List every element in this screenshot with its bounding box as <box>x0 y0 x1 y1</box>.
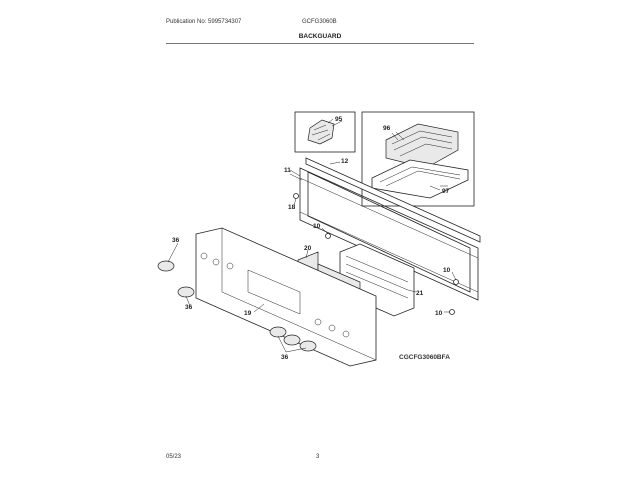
callout-96: 96 <box>383 125 391 132</box>
callout-97: 97 <box>442 188 450 195</box>
footer-date: 05/23 <box>166 454 182 460</box>
model-number: GCFG3060B <box>302 19 337 25</box>
callout-labels: 95 96 97 11 12 18 10 36 36 20 10 21 19 1… <box>172 116 451 361</box>
control-panel <box>195 227 377 367</box>
header-divider <box>166 43 474 44</box>
figure-code: CGCFG3060BFA <box>399 354 450 361</box>
callout-10: 10 <box>443 267 451 274</box>
callout-36: 36 <box>172 237 180 244</box>
callout-20: 20 <box>304 245 312 252</box>
callout-21: 21 <box>416 290 424 297</box>
callout-95: 95 <box>335 116 343 123</box>
inset-96-97 <box>361 111 475 207</box>
callout-18: 18 <box>288 204 296 211</box>
callout-10: 10 <box>435 310 443 317</box>
page-title: BACKGUARD <box>298 33 342 40</box>
page-number: 3 <box>316 454 320 460</box>
backguard-frame <box>289 157 481 301</box>
callout-36: 36 <box>281 354 289 361</box>
publication-number: Publication No: 5995734307 <box>166 19 242 25</box>
callout-19: 19 <box>244 310 252 317</box>
callout-12: 12 <box>341 158 349 165</box>
leader-lines <box>167 120 457 353</box>
callout-10: 10 <box>313 223 321 230</box>
callout-11: 11 <box>284 167 291 174</box>
inset-95 <box>294 111 356 153</box>
callout-36: 36 <box>185 304 193 311</box>
